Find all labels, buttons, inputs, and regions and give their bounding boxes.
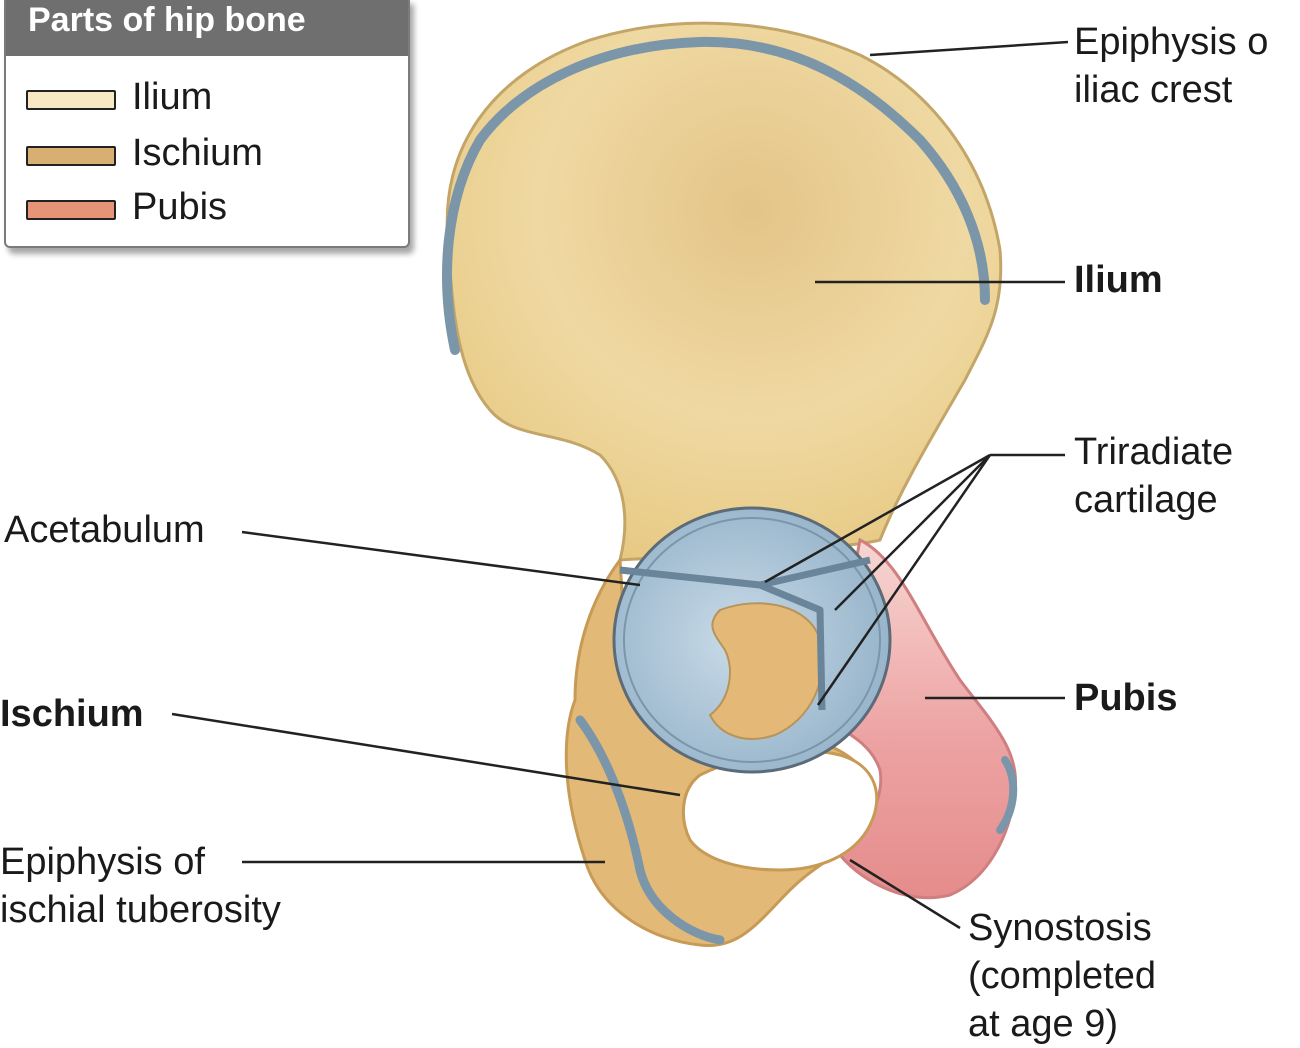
legend-swatch-ilium — [26, 90, 116, 110]
label-synostosis: Synostosis (completed at age 9) — [968, 904, 1156, 1048]
label-triradiate-cartilage: Triradiate cartilage — [1074, 428, 1233, 524]
label-epiphysis-ischial-line-1: Epiphysis of — [0, 838, 281, 886]
legend-label-pubis: Pubis — [132, 186, 227, 229]
label-triradiate-line-1: Triradiate — [1074, 428, 1233, 476]
label-triradiate-line-2: cartilage — [1074, 476, 1233, 524]
legend-label-ilium: Ilium — [132, 76, 212, 119]
legend-title: Parts of hip bone — [6, 0, 408, 56]
label-epiphysis-iliac-crest-line-1: Epiphysis o — [1074, 18, 1268, 66]
label-pubis: Pubis — [1074, 674, 1177, 722]
label-synostosis-line-1: Synostosis — [968, 904, 1156, 952]
legend-label-ischium: Ischium — [132, 132, 263, 175]
label-synostosis-line-3: at age 9) — [968, 1000, 1156, 1048]
label-synostosis-line-2: (completed — [968, 952, 1156, 1000]
legend-swatch-ischium — [26, 146, 116, 166]
label-epiphysis-iliac-crest: Epiphysis o iliac crest — [1074, 18, 1268, 114]
ilium-region — [447, 23, 1001, 560]
legend-swatch-pubis — [26, 200, 116, 220]
leader-epiphysis-iliac-crest — [870, 42, 1068, 55]
label-epiphysis-iliac-crest-line-2: iliac crest — [1074, 66, 1268, 114]
legend: Parts of hip bone Ilium Ischium Pubis — [4, 0, 410, 248]
label-ilium: Ilium — [1074, 256, 1163, 304]
label-acetabulum: Acetabulum — [4, 506, 205, 554]
label-epiphysis-ischial-tuberosity: Epiphysis of ischial tuberosity — [0, 838, 281, 934]
leader-acetabulum — [242, 532, 640, 585]
label-epiphysis-ischial-line-2: ischial tuberosity — [0, 886, 281, 934]
label-ischium: Ischium — [0, 690, 144, 738]
